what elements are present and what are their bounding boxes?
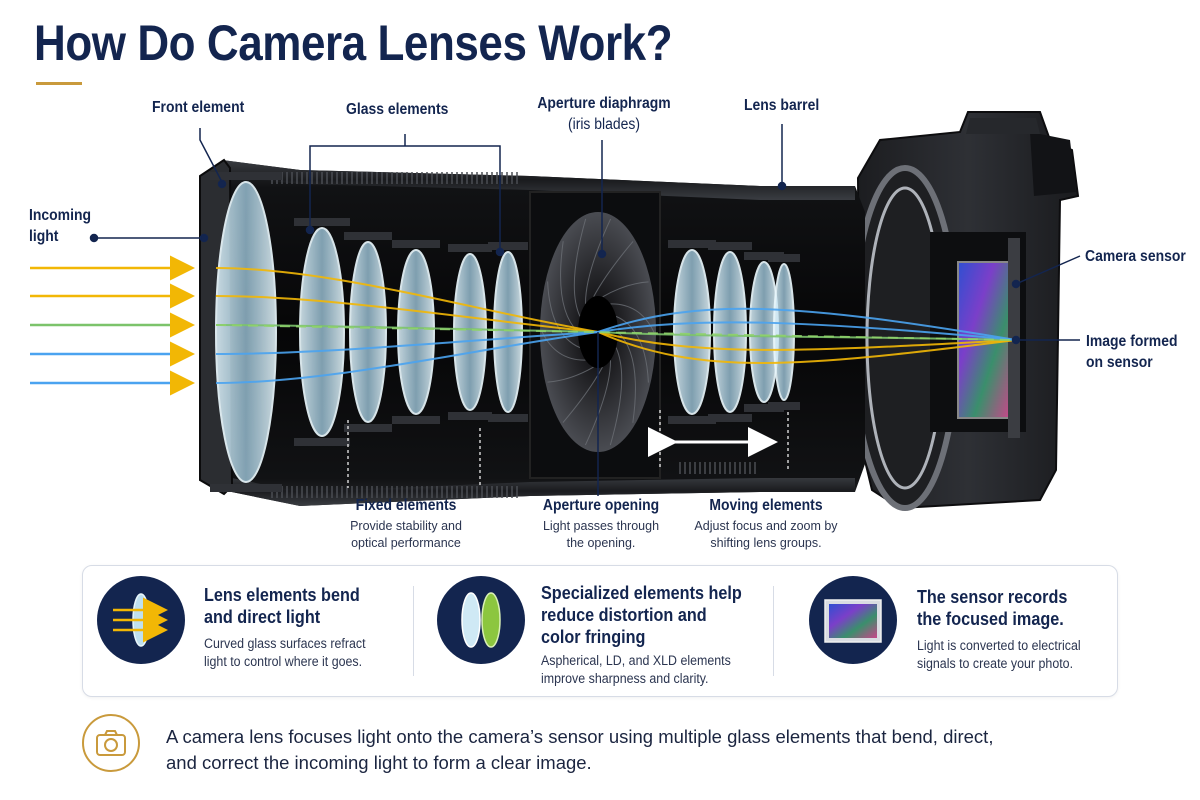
info-card-bending: Lens elements bend and direct light Curv… bbox=[83, 566, 413, 698]
card-body-line: Aspherical, LD, and XLD elements bbox=[541, 652, 731, 670]
label-image-formed-1: Image formed bbox=[1086, 331, 1177, 352]
lens-element bbox=[714, 252, 746, 412]
label-aperture-opening: Aperture opening bbox=[525, 495, 678, 516]
label-incoming-light-2: light bbox=[29, 226, 58, 247]
moving-desc-1: Adjust focus and zoom by bbox=[676, 518, 856, 535]
element-mount bbox=[768, 402, 800, 410]
title-underline bbox=[36, 82, 82, 85]
label-camera-sensor: Camera sensor bbox=[1085, 246, 1186, 267]
element-mount bbox=[392, 240, 440, 248]
footer-camera-badge bbox=[82, 714, 140, 772]
label-image-formed-2: on sensor bbox=[1086, 352, 1153, 373]
card-body-line: Curved glass surfaces refract bbox=[204, 635, 366, 653]
element-mount bbox=[210, 484, 282, 492]
camera-icon bbox=[84, 716, 138, 770]
element-mount bbox=[708, 242, 752, 250]
lens-element bbox=[300, 228, 344, 436]
footer-line: and correct the incoming light to form a… bbox=[166, 750, 1066, 776]
lens-element bbox=[674, 250, 710, 414]
element-mount bbox=[344, 424, 392, 432]
label-aperture-diaphragm: Aperture diaphragm bbox=[528, 93, 679, 114]
label-lens-barrel: Lens barrel bbox=[744, 95, 819, 116]
card-title-line: the focused image. bbox=[917, 609, 1064, 630]
label-fixed-elements: Fixed elements bbox=[334, 495, 478, 516]
label-incoming-light-1: Incoming bbox=[29, 205, 91, 226]
card-body-line: light to control where it goes. bbox=[204, 653, 362, 671]
lens-element bbox=[350, 242, 386, 422]
card-title-line: and direct light bbox=[204, 607, 320, 628]
card-title-line: Lens elements bend bbox=[204, 585, 360, 606]
label-iris-blades: (iris blades) bbox=[528, 114, 679, 135]
info-card-sensor: The sensor records the focused image. Li… bbox=[773, 566, 1119, 698]
lens-element bbox=[774, 264, 794, 400]
lens-element bbox=[216, 182, 276, 482]
card-body-line: improve sharpness and clarity. bbox=[541, 670, 709, 688]
info-panel: Lens elements bend and direct light Curv… bbox=[82, 565, 1118, 697]
element-mount bbox=[344, 232, 392, 240]
fixed-desc-1: Provide stability and bbox=[326, 518, 486, 535]
card-body-line: signals to create your photo. bbox=[917, 655, 1073, 673]
element-mount bbox=[294, 438, 350, 446]
lens-cross-section-diagram bbox=[0, 88, 1200, 560]
element-mount bbox=[294, 218, 350, 226]
lens-element bbox=[494, 252, 522, 412]
specialized-lens-elements-icon bbox=[437, 576, 525, 664]
opening-desc-2: the opening. bbox=[516, 535, 686, 552]
label-moving-elements: Moving elements bbox=[689, 495, 844, 516]
page-title: How Do Camera Lenses Work? bbox=[34, 14, 672, 72]
element-mount bbox=[448, 412, 492, 420]
fixed-desc-2: optical performance bbox=[326, 535, 486, 552]
label-glass-elements: Glass elements bbox=[346, 99, 448, 120]
element-mount bbox=[448, 244, 492, 252]
moving-desc-2: shifting lens groups. bbox=[676, 535, 856, 552]
element-mount bbox=[392, 416, 440, 424]
card-body-line: Light is converted to electrical bbox=[917, 637, 1081, 655]
image-sensor-icon bbox=[809, 576, 897, 664]
opening-desc-1: Light passes through bbox=[516, 518, 686, 535]
card-title-line: The sensor records bbox=[917, 587, 1067, 608]
element-mount bbox=[768, 254, 800, 262]
element-mount bbox=[708, 414, 752, 422]
card-title-line: reduce distortion and bbox=[541, 605, 707, 626]
card-title-line: Specialized elements help bbox=[541, 583, 742, 604]
footer-line: A camera lens focuses light onto the cam… bbox=[166, 724, 1066, 750]
card-title-line: color fringing bbox=[541, 627, 645, 648]
info-card-specialized: Specialized elements help reduce distort… bbox=[413, 566, 773, 698]
element-mount bbox=[488, 414, 528, 422]
lens-element bbox=[454, 254, 486, 410]
lens-element bbox=[398, 250, 434, 414]
label-front-element: Front element bbox=[152, 97, 244, 118]
refracting-lens-icon bbox=[97, 576, 185, 664]
element-mount bbox=[488, 242, 528, 250]
footer-summary: A camera lens focuses light onto the cam… bbox=[166, 724, 1066, 776]
